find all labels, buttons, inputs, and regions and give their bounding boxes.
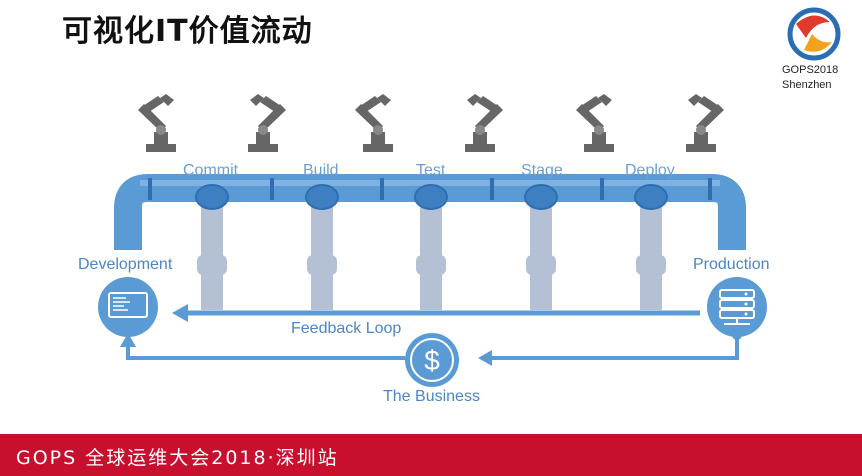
slide-title: 可视化IT价值流动 bbox=[62, 14, 313, 49]
stage-label-build: Build bbox=[303, 162, 339, 179]
logo-text-gops: GOPS2018 bbox=[782, 64, 839, 76]
robot-icon bbox=[686, 94, 724, 152]
stage-label-stage: Stage bbox=[521, 162, 563, 179]
business-loop-arrow bbox=[126, 335, 739, 360]
stage-label-deploy: Deploy bbox=[625, 162, 675, 179]
logo-text-city: Shenzhen bbox=[782, 79, 832, 91]
production-label: Production bbox=[693, 256, 770, 273]
robot-icon bbox=[465, 94, 503, 152]
robot-icon bbox=[248, 94, 286, 152]
arrowhead bbox=[478, 350, 492, 366]
stage-label-commit: Commit bbox=[183, 162, 239, 179]
pipe-columns bbox=[197, 205, 666, 310]
robot-icon bbox=[138, 94, 176, 152]
footer-text: GOPS 全球运维大会2018·深圳站 bbox=[16, 447, 339, 469]
feedback-arrow bbox=[172, 304, 700, 322]
business-label: The Business bbox=[383, 388, 480, 405]
stage-label-test: Test bbox=[416, 162, 446, 179]
production-server-icon bbox=[707, 277, 767, 337]
dollar-icon: $ bbox=[405, 333, 459, 387]
robot-icon bbox=[576, 94, 614, 152]
gops-logo bbox=[787, 7, 841, 61]
arrowhead bbox=[120, 333, 136, 347]
value-stream-diagram: $ bbox=[98, 94, 767, 387]
svg-text:$: $ bbox=[424, 345, 440, 376]
development-label: Development bbox=[78, 256, 173, 273]
robot-icon bbox=[355, 94, 393, 152]
development-icon bbox=[98, 277, 158, 337]
feedback-loop-label: Feedback Loop bbox=[291, 320, 402, 337]
footer-bar: GOPS 全球运维大会2018·深圳站 bbox=[0, 434, 862, 476]
main-pipe bbox=[114, 174, 746, 250]
